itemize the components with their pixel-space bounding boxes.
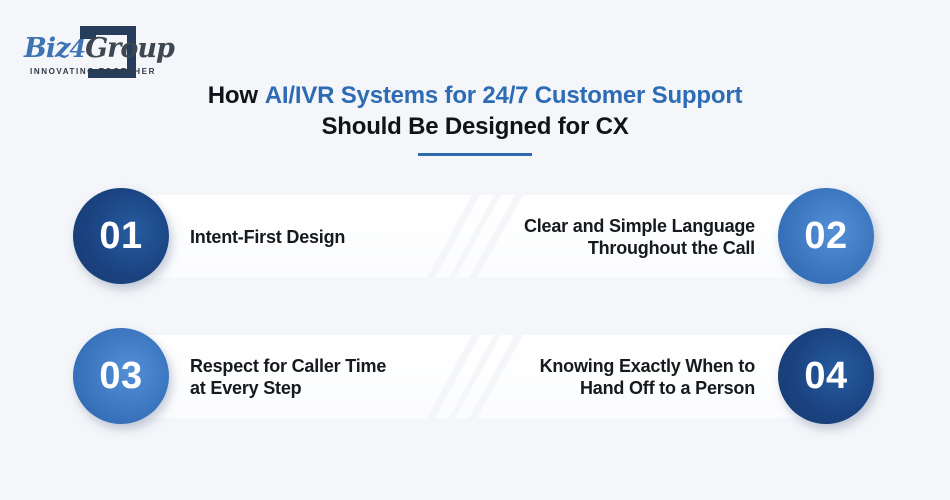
page-title-line2: Should Be Designed for CX: [321, 113, 629, 140]
item-number-04: 04: [804, 354, 848, 397]
item-number-circle-01: 01: [73, 188, 169, 284]
title-highlight: AI/IVR Systems for 24/7 Customer Support: [264, 82, 743, 109]
item-number-circle-02: 02: [778, 188, 874, 284]
item-banner-01: Intent-First Design: [140, 195, 500, 278]
logo-wordmark-prefix: Biz: [24, 33, 70, 64]
item-label-03: Respect for Caller Time at Every Step: [190, 355, 387, 398]
item-number-03: 03: [99, 354, 143, 397]
item-number-02: 02: [804, 214, 848, 257]
title-underline: [418, 153, 532, 156]
item-number-circle-04: 04: [778, 328, 874, 424]
logo-wordmark-digit: 4: [69, 34, 86, 63]
logo-tagline: INNOVATING TOGETHER: [30, 67, 156, 76]
title-prefix: How: [207, 82, 258, 109]
item-number-01: 01: [99, 214, 143, 257]
item-label-04: Knowing Exactly When to Hand Off to a Pe…: [539, 355, 756, 398]
item-label-01: Intent-First Design: [190, 226, 346, 247]
item-number-circle-03: 03: [73, 328, 169, 424]
logo-wordmark: Biz4Group: [24, 33, 175, 64]
logo: Biz4Group INNOVATING TOGETHER: [0, 0, 220, 100]
logo-bracket-notch: [80, 26, 96, 39]
logo-bracket-shape: [88, 26, 136, 78]
item-label-02: Clear and Simple Language Throughout the…: [523, 215, 755, 258]
logo-wordmark-suffix: Group: [85, 33, 175, 64]
item-banner-03: Respect for Caller Time at Every Step: [140, 335, 500, 418]
